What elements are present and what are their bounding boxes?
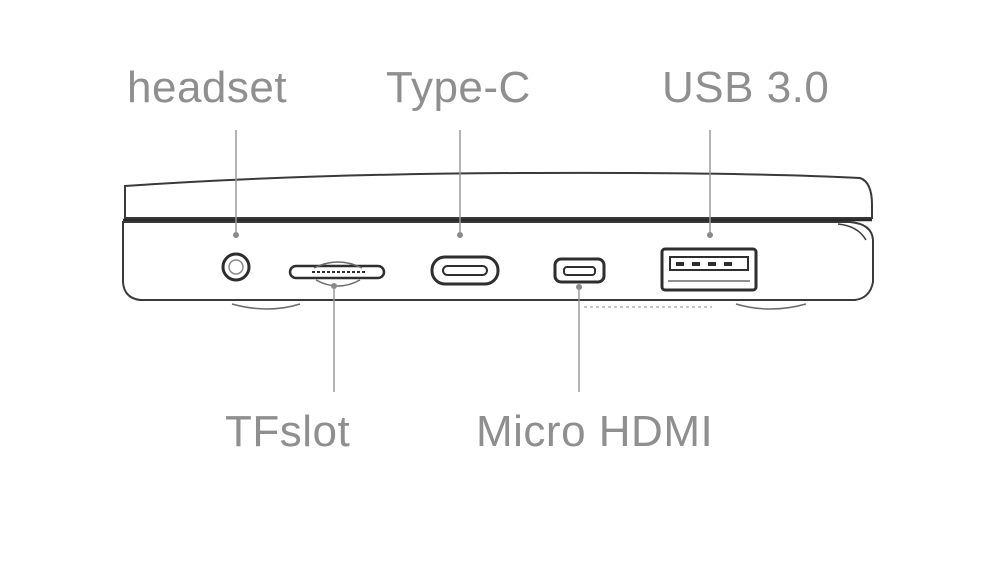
usb-port [660, 247, 758, 292]
hinge-detail [837, 223, 867, 241]
label-tf-slot: TFslot [225, 407, 351, 456]
type-c-port [430, 255, 500, 286]
leader-headset [233, 130, 239, 238]
leader-tf-slot [331, 283, 337, 392]
headset-jack [221, 252, 251, 282]
label-headset: headset [127, 63, 288, 112]
label-micro-hdmi: Micro HDMI [476, 407, 714, 456]
foot-left [231, 303, 301, 310]
micro-hdmi-port [553, 257, 606, 284]
label-type-c: Type-C [386, 63, 531, 112]
tf-slot [288, 261, 386, 287]
foot-right [735, 303, 807, 310]
leader-type-c [457, 130, 463, 238]
device-lid [124, 171, 873, 219]
label-usb: USB 3.0 [662, 63, 830, 112]
leader-micro-hdmi [576, 284, 582, 392]
leader-usb [707, 130, 713, 238]
